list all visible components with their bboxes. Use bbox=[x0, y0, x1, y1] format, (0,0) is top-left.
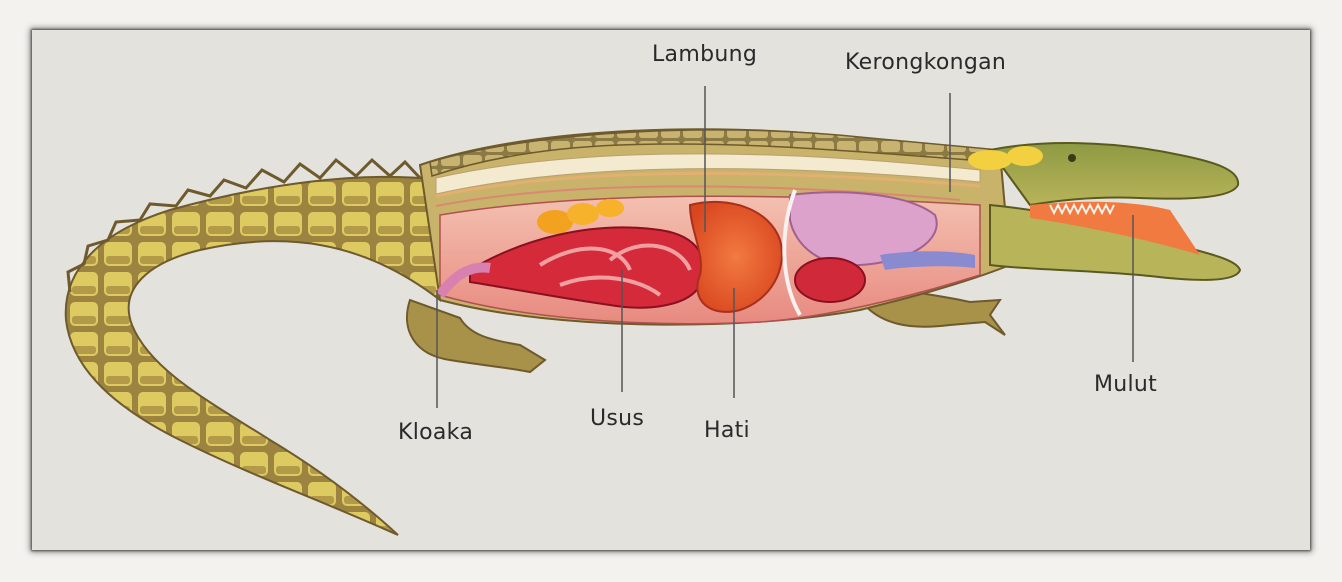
label-lambung: Lambung bbox=[652, 42, 758, 67]
rear-leg bbox=[405, 298, 547, 374]
spine bbox=[435, 153, 981, 207]
label-kloaka: Kloaka bbox=[398, 420, 474, 445]
head bbox=[968, 142, 1242, 281]
leader-lines bbox=[436, 86, 1134, 408]
label-kerongkongan: Kerongkongan bbox=[845, 50, 1007, 75]
label-mulut: Mulut bbox=[1094, 372, 1158, 397]
intestines bbox=[436, 226, 705, 309]
label-usus: Usus bbox=[590, 406, 645, 431]
label-hati: Hati bbox=[704, 418, 750, 443]
septum bbox=[782, 189, 802, 316]
tail bbox=[64, 157, 441, 536]
lung bbox=[789, 191, 975, 303]
stomach bbox=[688, 200, 783, 313]
